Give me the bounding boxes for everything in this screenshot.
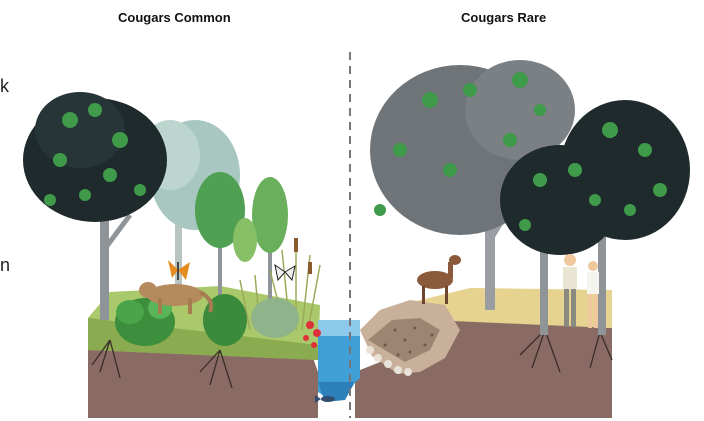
- stream: [318, 320, 360, 402]
- saplings: [195, 172, 288, 300]
